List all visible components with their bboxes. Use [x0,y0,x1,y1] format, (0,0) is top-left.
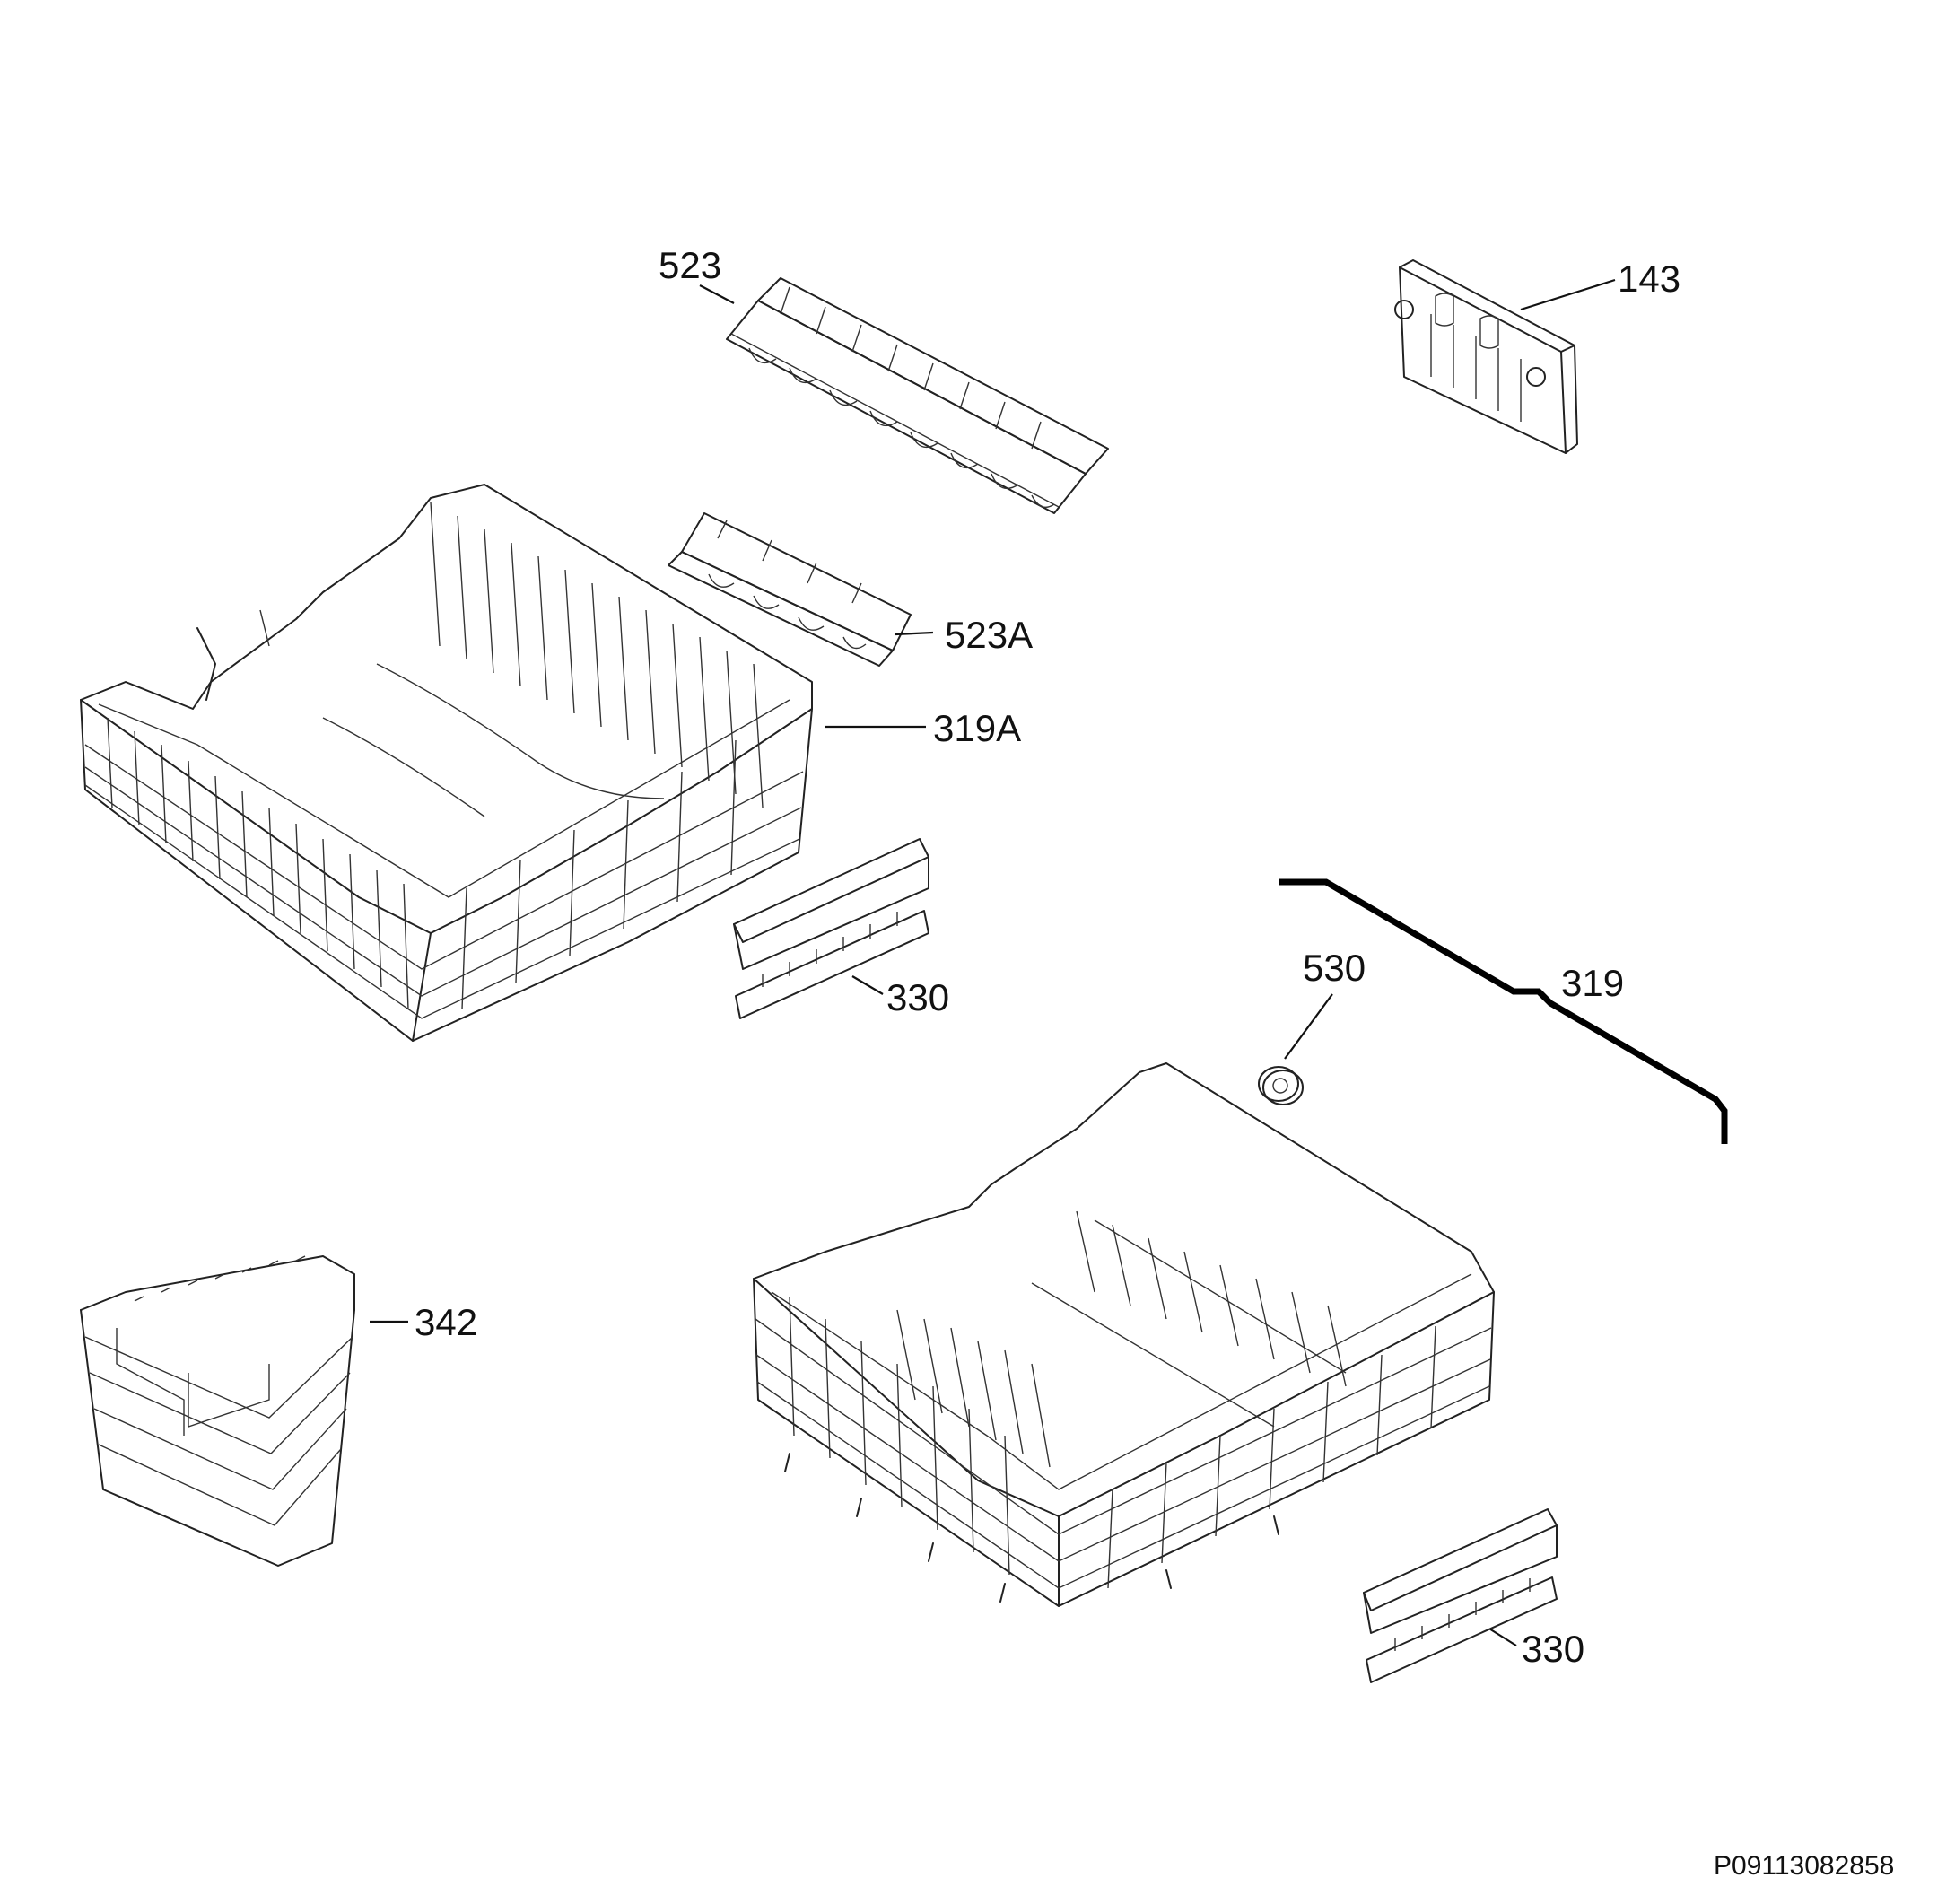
wheel-530 [1258,1066,1304,1105]
document-id: P09113082858 [1714,1851,1894,1881]
callout-330-upper: 330 [886,976,949,1018]
lower-basket-319 [753,1062,1495,1607]
assembly-bracket-319 [1279,878,1728,1144]
rail-bracket-143 [1394,259,1578,454]
rail-330-lower [1363,1508,1558,1683]
rail-330-upper [733,838,929,1019]
callout-319a: 319A [933,707,1021,749]
cup-rack-523 [726,277,1109,514]
leader-lines [370,278,1616,1646]
callout-523a: 523A [945,614,1033,656]
cutlery-basket-342 [80,1255,355,1567]
callout-342: 342 [415,1301,477,1343]
cup-rack-523a [668,512,912,667]
callout-523: 523 [659,244,721,286]
callout-330-lower: 330 [1522,1628,1584,1670]
upper-basket-319a [80,484,813,1042]
callout-319: 319 [1561,962,1624,1004]
callout-143: 143 [1618,258,1680,300]
callout-530: 530 [1303,947,1366,989]
